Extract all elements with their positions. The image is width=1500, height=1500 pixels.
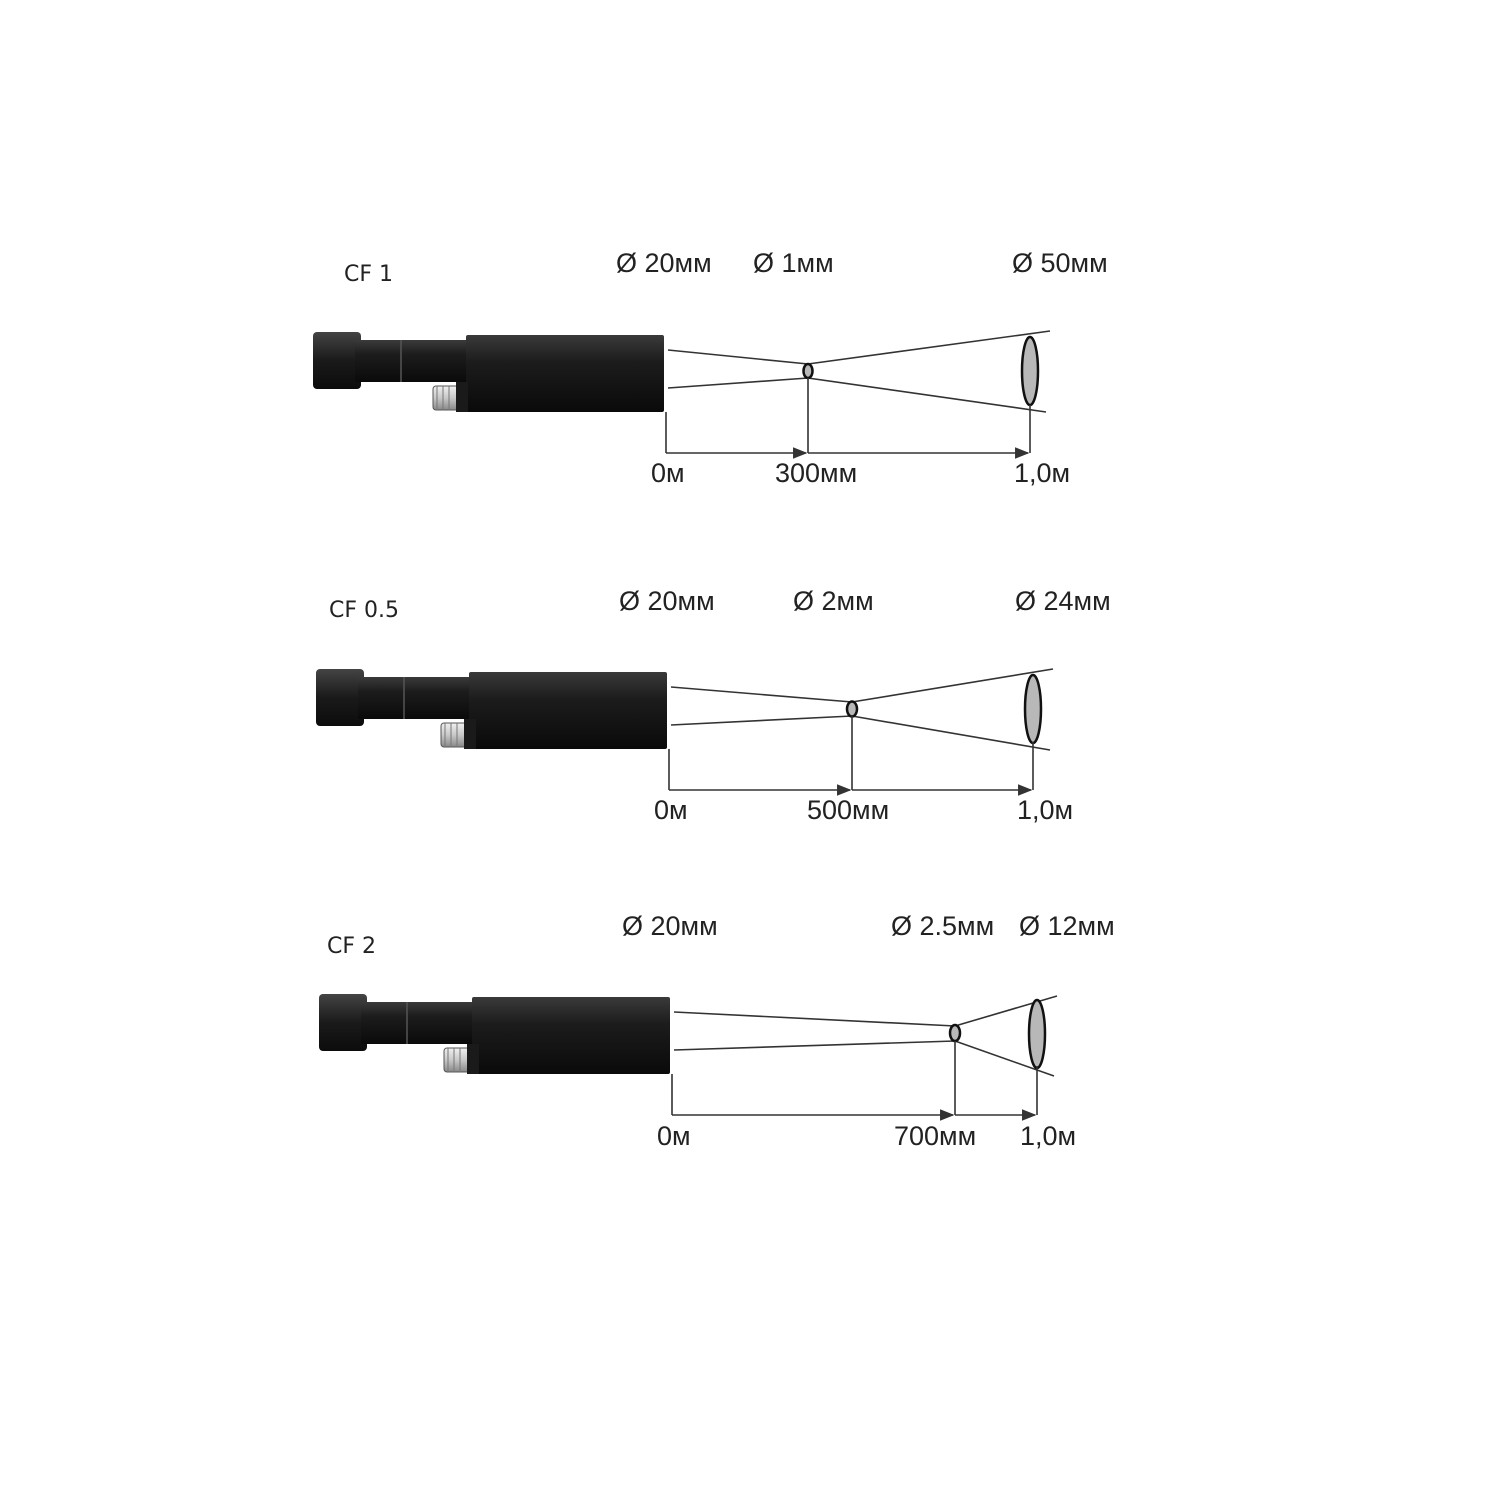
- end-spot: [1023, 673, 1043, 745]
- focus-spot: [845, 700, 859, 718]
- panel-cf-1: CF 1 Ø 20мм Ø 1мм Ø 50мм: [313, 248, 1108, 488]
- start-distance-label: 0м: [651, 458, 685, 488]
- cable-gland-icon: [440, 719, 476, 749]
- cable-gland-icon: [432, 382, 468, 412]
- focus-distance-label: 300мм: [775, 458, 857, 488]
- device-neck: [358, 677, 473, 719]
- device-body: [466, 335, 664, 412]
- pyrometer-device: [316, 669, 667, 749]
- cable-gland-icon: [443, 1044, 479, 1074]
- panel-title: CF 2: [327, 934, 376, 959]
- pyrometer-device: [313, 332, 664, 412]
- panel-title: CF 0.5: [329, 598, 399, 623]
- end-distance-label: 1,0м: [1014, 458, 1070, 488]
- device-neck: [355, 340, 470, 382]
- end-diameter-label: Ø 12мм: [1019, 911, 1115, 941]
- end-distance-label: 1,0м: [1020, 1121, 1076, 1151]
- device-cap: [316, 669, 364, 726]
- aperture-diameter-label: Ø 20мм: [622, 911, 718, 941]
- aperture-diameter-label: Ø 20мм: [616, 248, 712, 278]
- start-distance-label: 0м: [657, 1121, 691, 1151]
- panel-cf-0-5: CF 0.5 Ø 20мм Ø 2мм Ø 24мм: [316, 586, 1111, 825]
- device-cap: [313, 332, 361, 389]
- device-body: [472, 997, 670, 1074]
- end-spot: [1020, 335, 1040, 407]
- panel-title: CF 1: [344, 262, 393, 287]
- distance-dimension: [671, 1041, 1038, 1121]
- beam: [670, 668, 1054, 751]
- device-cap: [319, 994, 367, 1051]
- focus-spot: [802, 362, 814, 380]
- end-diameter-label: Ø 24мм: [1015, 586, 1111, 616]
- distance-dimension: [668, 716, 1034, 796]
- focus-diameter-label: Ø 2.5мм: [891, 911, 994, 941]
- end-spot: [1027, 998, 1047, 1070]
- device-body: [469, 672, 667, 749]
- focus-diameter-label: Ø 2мм: [793, 586, 874, 616]
- end-distance-label: 1,0м: [1017, 795, 1073, 825]
- device-neck: [361, 1002, 476, 1044]
- focus-diameter-label: Ø 1мм: [753, 248, 834, 278]
- beam: [667, 330, 1051, 413]
- distance-dimension: [665, 378, 1031, 459]
- pyrometer-device: [319, 994, 670, 1074]
- aperture-diameter-label: Ø 20мм: [619, 586, 715, 616]
- end-diameter-label: Ø 50мм: [1012, 248, 1108, 278]
- focus-spot: [948, 1023, 962, 1043]
- panel-cf-2: CF 2 Ø 20мм Ø 2.5мм Ø 12мм: [319, 911, 1115, 1151]
- start-distance-label: 0м: [654, 795, 688, 825]
- focus-distance-label: 500мм: [807, 795, 889, 825]
- focus-distance-label: 700мм: [894, 1121, 976, 1151]
- beam: [673, 995, 1058, 1077]
